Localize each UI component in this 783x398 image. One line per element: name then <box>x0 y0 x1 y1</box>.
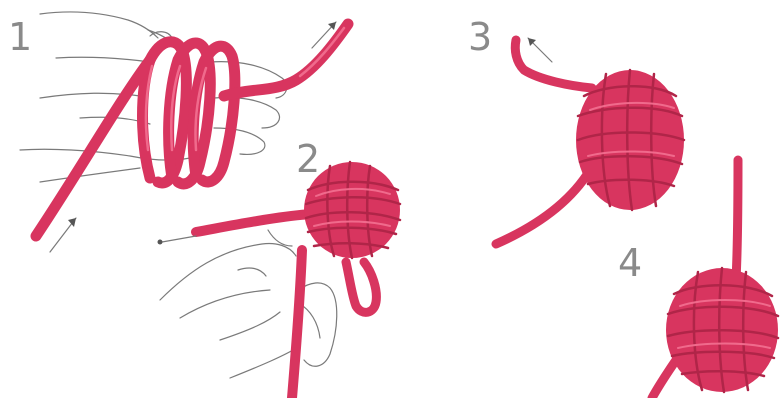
step-3-illustration <box>496 38 684 244</box>
knot-icon <box>652 160 778 398</box>
arrow-icon <box>158 236 197 245</box>
knot-icon <box>196 162 400 398</box>
hand-icon <box>160 230 337 378</box>
step-2-illustration <box>158 162 401 398</box>
arrow-icon <box>528 38 552 62</box>
knot-icon <box>496 40 684 244</box>
rope-icon <box>36 24 348 236</box>
step-number-1: 1 <box>8 18 32 56</box>
step-4-illustration <box>652 160 778 398</box>
step-number-3: 3 <box>468 18 492 56</box>
step-number-4: 4 <box>618 244 642 282</box>
step-number-2: 2 <box>296 140 320 178</box>
hand-icon <box>20 12 287 182</box>
